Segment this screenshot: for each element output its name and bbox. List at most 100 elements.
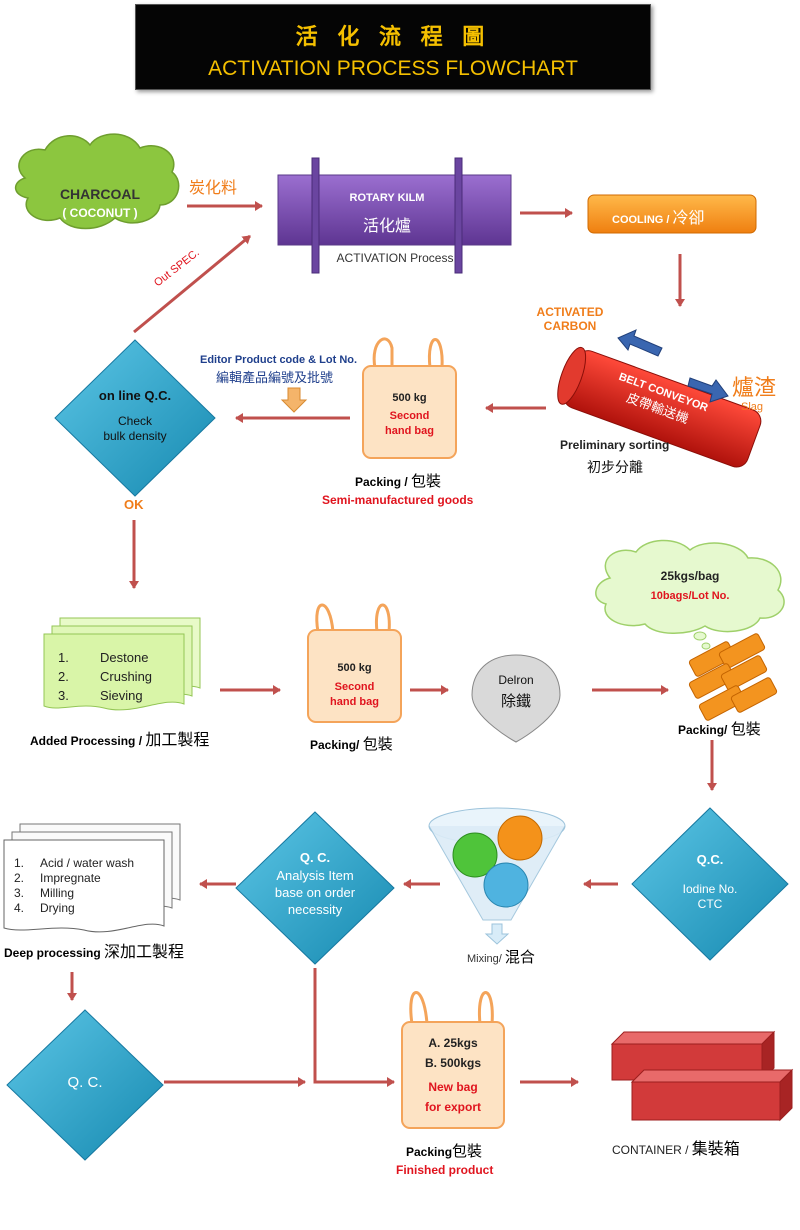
packing1-label: Packing / 包裝 bbox=[355, 470, 441, 491]
cloud-line1: 25kgs/bag bbox=[660, 569, 720, 583]
deep-item: 3.Milling bbox=[14, 886, 75, 900]
blue-arrow-left bbox=[617, 329, 663, 357]
qc-analysis-diamond bbox=[235, 811, 395, 965]
qc-analysis-line3: necessity bbox=[287, 902, 343, 917]
bag1-weight: 500 kg bbox=[392, 392, 427, 404]
bag1-line1: Second bbox=[389, 410, 430, 422]
bag-final-line4: for export bbox=[424, 1100, 481, 1114]
charcoal-cloud bbox=[14, 133, 180, 230]
bag-2 bbox=[307, 603, 402, 723]
container-en: CONTAINER / bbox=[612, 1143, 692, 1157]
editor-zh: 編輯產品編號及批號 bbox=[216, 371, 334, 386]
packing-final-sub: Finished product bbox=[396, 1163, 494, 1177]
packing-final-label: Packing包裝 bbox=[406, 1140, 482, 1161]
container-zh: 集裝箱 bbox=[691, 1139, 740, 1158]
activated-carbon-line2: CARBON bbox=[543, 319, 597, 333]
kiln-title: ROTARY KILM bbox=[349, 192, 425, 204]
added-item: 3.Sieving bbox=[58, 688, 143, 703]
qc-iodine-line2: CTC bbox=[697, 897, 723, 911]
added-label-en: Added Processing / bbox=[30, 734, 146, 748]
deep-docs bbox=[3, 823, 181, 933]
packing2-en: Packing/ bbox=[310, 738, 363, 752]
slag-zh: 爐渣 bbox=[732, 376, 777, 401]
bag-final-line2: B. 500kgs bbox=[424, 1056, 482, 1070]
mixing-en: Mixing/ bbox=[467, 953, 505, 965]
title-zh: 活 化 流 程 圖 bbox=[295, 25, 491, 50]
added-item: 2.Crushing bbox=[58, 669, 153, 684]
deep-label-en: Deep processing bbox=[4, 946, 105, 960]
thought-cloud bbox=[595, 539, 785, 650]
packing-final-zh: 包裝 bbox=[452, 1142, 483, 1160]
editor-down-arrow bbox=[280, 387, 308, 413]
packing3-label: Packing/ 包裝 bbox=[678, 718, 761, 739]
charcoal-label: 炭化料 bbox=[189, 178, 238, 197]
cooling-box bbox=[587, 194, 757, 234]
container-label: CONTAINER / 集裝箱 bbox=[612, 1135, 740, 1159]
flow-arrows bbox=[67, 201, 717, 1087]
packing2-label: Packing/ 包裝 bbox=[310, 733, 393, 754]
added-list: 1.Destone 2.Crushing 3.Sieving bbox=[58, 648, 152, 705]
bag2-line2: hand bag bbox=[330, 696, 379, 708]
bag2-line1: Second bbox=[334, 681, 375, 693]
added-docs bbox=[43, 617, 201, 711]
mixing-label: Mixing/ 混合 bbox=[467, 946, 535, 967]
qc-final-diamond bbox=[6, 1009, 164, 1161]
bag1-line2: hand bag bbox=[385, 425, 434, 437]
cooling-en: COOLING / bbox=[612, 214, 673, 226]
qc-iodine-diamond bbox=[631, 807, 789, 961]
packing1-en: Packing / bbox=[355, 475, 412, 489]
deep-list: 1.Acid / water wash 2.Impregnate 3.Milli… bbox=[14, 856, 134, 916]
packing2-zh: 包裝 bbox=[362, 735, 393, 753]
qc-analysis-line1: Analysis Item bbox=[276, 868, 354, 883]
deiron-pin bbox=[471, 654, 561, 743]
rotary-kiln-shape bbox=[277, 157, 512, 274]
belt-conveyor-shape bbox=[557, 346, 762, 468]
kiln-sub: ACTIVATION Process bbox=[336, 251, 454, 265]
deep-item: 2.Impregnate bbox=[14, 871, 101, 885]
mixing-funnel bbox=[428, 807, 566, 945]
bag2-weight: 500 kg bbox=[337, 662, 372, 674]
qc1-line1: Check bbox=[117, 414, 152, 428]
blue-arrow-right bbox=[687, 377, 729, 403]
deep-item: 1.Acid / water wash bbox=[14, 856, 135, 870]
qc-final-title: Q. C. bbox=[67, 1074, 103, 1091]
cloud-line2: 10bags/Lot No. bbox=[650, 590, 730, 602]
deiron-en: Delron bbox=[498, 673, 534, 687]
packing1-sub: Semi-manufactured goods bbox=[322, 493, 474, 507]
bag-stack bbox=[688, 633, 778, 721]
qc-iodine-title: Q.C. bbox=[696, 852, 724, 867]
title-en: ACTIVATION PROCESS FLOWCHART bbox=[208, 57, 578, 80]
mixing-zh: 混合 bbox=[504, 948, 535, 966]
ok-label: OK bbox=[124, 497, 144, 512]
deep-label-zh: 深加工製程 bbox=[104, 942, 185, 961]
bag-final bbox=[401, 991, 505, 1129]
sorting-zh: 初步分離 bbox=[587, 460, 643, 476]
qc1-diamond bbox=[54, 339, 216, 497]
qc-analysis-title: Q. C. bbox=[299, 850, 331, 865]
packing3-zh: 包裝 bbox=[730, 720, 761, 738]
packing3-en: Packing/ bbox=[678, 723, 731, 737]
deep-item: 4.Drying bbox=[14, 901, 75, 915]
header-banner: 活 化 流 程 圖 ACTIVATION PROCESS FLOWCHART bbox=[135, 4, 651, 90]
qc-iodine-line1: Iodine No. bbox=[682, 882, 738, 896]
cooling-label: COOLING / 冷卻 bbox=[612, 204, 705, 228]
added-item: 1.Destone bbox=[58, 650, 149, 665]
charcoal-line2: ( COCONUT ) bbox=[62, 206, 138, 220]
activated-carbon-line1: ACTIVATED bbox=[536, 305, 604, 319]
slag-en: Slag bbox=[741, 401, 764, 413]
editor-en: Editor Product code & Lot No. bbox=[200, 354, 358, 366]
bag-1 bbox=[362, 337, 457, 459]
containers bbox=[610, 1030, 794, 1122]
bag-final-line3: New bag bbox=[428, 1080, 478, 1094]
qc-analysis-line2: base on order bbox=[274, 885, 356, 900]
cooling-zh: 冷卻 bbox=[672, 208, 705, 227]
packing1-zh: 包裝 bbox=[411, 472, 442, 490]
charcoal-line1: CHARCOAL bbox=[59, 186, 141, 202]
packing-final-en: Packing bbox=[406, 1145, 453, 1159]
qc1-title: on line Q.C. bbox=[98, 388, 172, 403]
kiln-zh: 活化爐 bbox=[362, 216, 411, 235]
added-label: Added Processing / 加工製程 bbox=[30, 726, 209, 750]
bag-final-line1: A. 25kgs bbox=[428, 1036, 478, 1050]
deiron-zh: 除鐵 bbox=[500, 692, 531, 710]
